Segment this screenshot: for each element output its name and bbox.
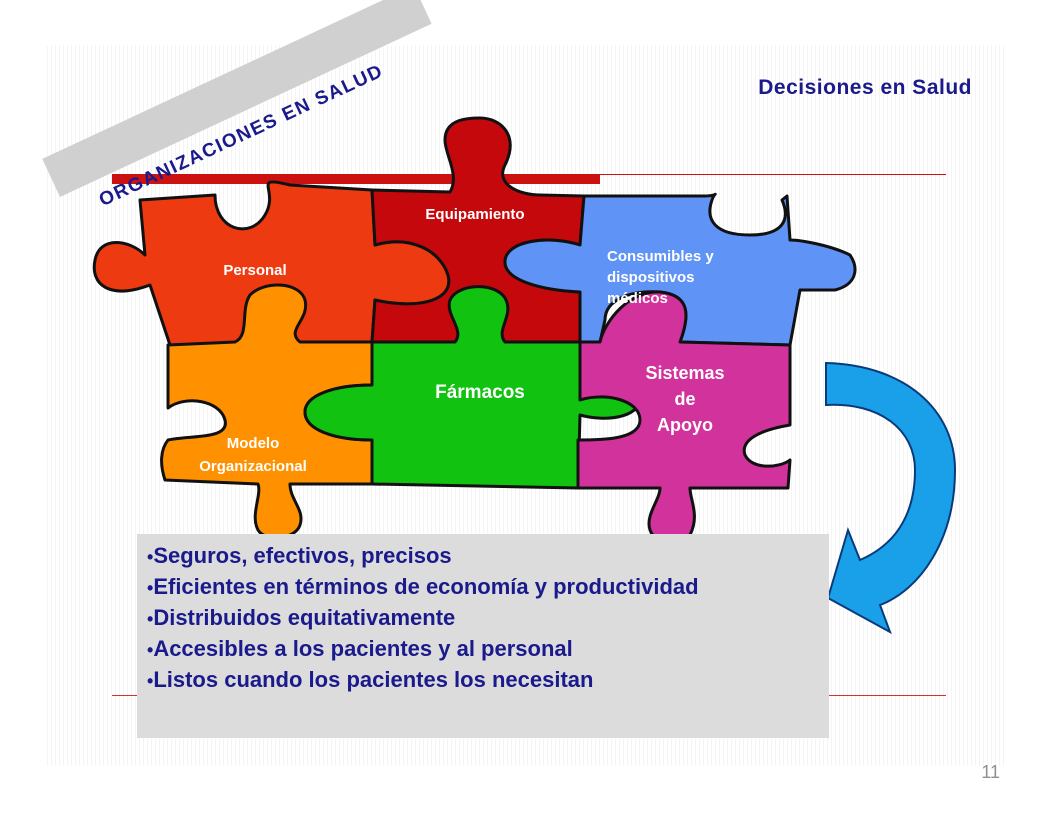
label-consumibles-line-1: Consumibles y <box>607 248 714 265</box>
benefit-text: Seguros, efectivos, precisos <box>153 543 452 568</box>
label-farmacos: Fármacos <box>435 382 525 403</box>
benefit-text: Eficientes en términos de economía y pro… <box>153 574 699 599</box>
label-equipamiento: Equipamiento <box>425 206 525 223</box>
bullet-dot: • <box>147 578 154 598</box>
piece-sistemas <box>576 290 792 545</box>
label-modelo-line-2: Organizacional <box>199 458 307 475</box>
benefit-text: Distribuidos equitativamente <box>153 605 456 630</box>
label-sistemas-line-2: de <box>674 389 696 409</box>
benefit-item: •Listos cuando los pacientes los necesit… <box>147 665 819 696</box>
slide-title: Decisiones en Salud <box>758 76 972 99</box>
piece-consumibles <box>503 192 857 347</box>
benefit-item: •Eficientes en términos de economía y pr… <box>147 572 819 603</box>
piece-modelo <box>160 283 374 540</box>
label-consumibles-line-2: dispositivos <box>607 269 695 286</box>
title-underline-line <box>600 174 946 175</box>
benefits-list: •Seguros, efectivos, precisos •Eficiente… <box>137 534 829 696</box>
page-number: 11 <box>981 762 1000 782</box>
label-sistemas-line-3: Apoyo <box>657 415 713 435</box>
benefit-text: Listos cuando los pacientes los necesita… <box>153 667 594 692</box>
benefits-box: •Seguros, efectivos, precisos •Eficiente… <box>137 534 829 738</box>
label-consumibles: Consumibles y dispositivos médicos <box>607 246 777 309</box>
bullet-dot: • <box>147 671 154 691</box>
label-personal: Personal <box>223 262 287 279</box>
title-underline-bar <box>112 174 600 184</box>
label-modelo: Modelo Organizacional <box>178 432 328 478</box>
bullet-dot: • <box>147 547 154 567</box>
label-sistemas: Sistemas de Apoyo <box>620 360 750 438</box>
benefit-item: •Seguros, efectivos, precisos <box>147 541 819 572</box>
bullet-dot: • <box>147 609 154 629</box>
bullet-dot: • <box>147 640 154 660</box>
benefit-item: •Distribuidos equitativamente <box>147 603 819 634</box>
benefit-item: •Accesibles a los pacientes y al persona… <box>147 634 819 665</box>
label-modelo-line-1: Modelo <box>226 435 280 452</box>
label-consumibles-line-3: médicos <box>607 290 668 307</box>
label-sistemas-line-1: Sistemas <box>645 363 725 383</box>
benefit-text: Accesibles a los pacientes y al personal <box>153 636 573 661</box>
curved-arrow-shape <box>825 361 957 635</box>
